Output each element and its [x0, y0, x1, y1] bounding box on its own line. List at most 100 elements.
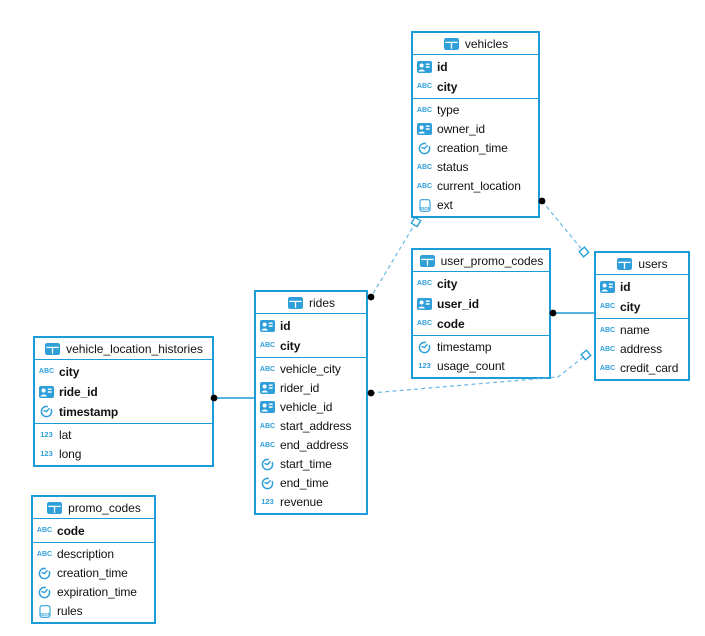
column-name: city [437, 79, 458, 94]
relationship-endpoint-dot [367, 293, 375, 301]
column-row[interactable]: 123 revenue [256, 493, 366, 512]
table-name: vehicle_location_histories [66, 341, 203, 356]
column-name: start_address [280, 419, 352, 433]
column-row[interactable]: creation_time [413, 139, 538, 158]
numeric-type-icon: 123 [261, 497, 274, 507]
table-icon [616, 257, 633, 270]
timestamp-type-icon [416, 141, 433, 155]
relationship-endpoint-square [410, 216, 422, 228]
column-row[interactable]: vehicle_id [256, 398, 366, 417]
text-type-icon: ABC [259, 422, 276, 430]
table-header[interactable]: user_promo_codes [413, 250, 549, 271]
column-row[interactable]: user_id [413, 294, 549, 314]
relationship-user_promo_codes-to-users[interactable] [549, 309, 596, 317]
relationship-endpoint-dot [367, 389, 375, 397]
column-row[interactable]: id [413, 57, 538, 77]
json-type-icon: JSON [36, 604, 53, 618]
columns-section: ABC description creation_time expiration_ti… [33, 542, 154, 622]
column-row[interactable]: ride_id [35, 382, 212, 402]
column-name: ext [437, 198, 453, 212]
column-name: type [437, 103, 460, 117]
column-row[interactable]: ABC description [33, 545, 154, 564]
column-row[interactable]: end_time [256, 474, 366, 493]
table-header[interactable]: promo_codes [33, 497, 154, 518]
column-row[interactable]: expiration_time [33, 583, 154, 602]
text-type-icon: ABC [36, 550, 53, 558]
column-name: city [59, 364, 80, 379]
text-type-icon: ABC [416, 163, 433, 171]
column-row[interactable]: 123 usage_count [413, 357, 549, 376]
column-name: city [280, 338, 301, 353]
column-row[interactable]: ABC type [413, 101, 538, 120]
numeric-type-icon: 123 [418, 361, 431, 371]
table-name: users [638, 256, 668, 271]
relationship-endpoint-square [580, 349, 592, 361]
text-type-icon: ABC [416, 320, 433, 327]
table-header[interactable]: rides [256, 292, 366, 313]
column-name: description [57, 547, 114, 561]
table-name: user_promo_codes [440, 253, 544, 268]
timestamp-type-icon [259, 476, 276, 490]
relationship-vehicle_location_histories-to-rides[interactable] [210, 394, 256, 402]
column-row[interactable]: timestamp [413, 338, 549, 357]
column-row[interactable]: id [256, 316, 366, 336]
table-name: promo_codes [68, 500, 141, 515]
column-row[interactable]: ABC code [413, 314, 549, 334]
text-type-icon: ABC [416, 280, 433, 287]
id-badge-icon [259, 401, 276, 413]
column-row[interactable]: timestamp [35, 402, 212, 422]
table-header[interactable]: vehicles [413, 33, 538, 54]
table-icon [443, 37, 460, 50]
text-type-icon: ABC [259, 441, 276, 449]
column-name: code [57, 523, 85, 538]
column-name: owner_id [437, 122, 485, 136]
column-name: city [620, 299, 641, 314]
column-row[interactable]: rider_id [256, 379, 366, 398]
table-header[interactable]: users [596, 253, 688, 274]
table-header[interactable]: vehicle_location_histories [35, 338, 212, 359]
column-row[interactable]: creation_time [33, 564, 154, 583]
column-name: revenue [280, 495, 323, 509]
numeric-type-icon: 123 [40, 449, 53, 459]
column-row[interactable]: ABC credit_card [596, 359, 688, 378]
column-name: ride_id [59, 384, 98, 399]
column-name: usage_count [437, 359, 505, 373]
text-type-icon: ABC [599, 364, 616, 372]
column-row[interactable]: ABC start_address [256, 417, 366, 436]
column-name: creation_time [437, 141, 508, 155]
relationship-endpoint-square [578, 246, 590, 258]
column-row[interactable]: owner_id [413, 120, 538, 139]
column-name: credit_card [620, 361, 679, 375]
column-name: code [437, 316, 465, 331]
column-row[interactable]: id [596, 277, 688, 297]
column-row[interactable]: start_time [256, 455, 366, 474]
column-name: creation_time [57, 566, 128, 580]
text-type-icon: ABC [416, 106, 433, 114]
